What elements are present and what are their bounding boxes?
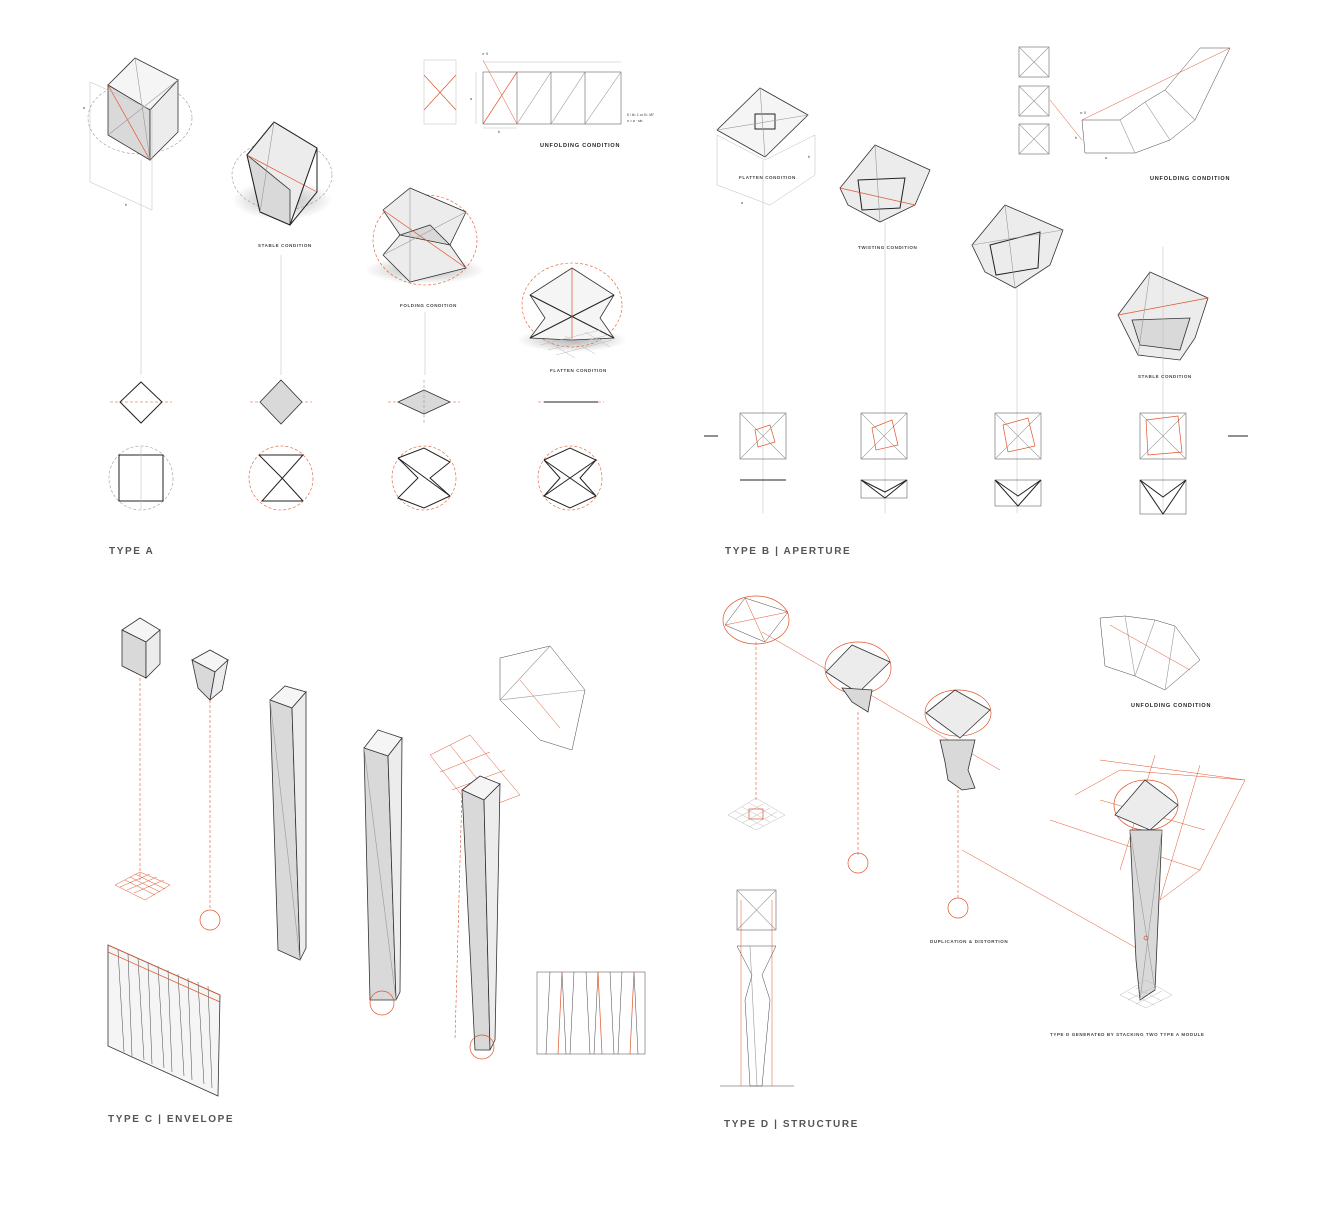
annotation-a-axis-a: a xyxy=(83,106,85,110)
annotation-b-unfold-top: n· δ xyxy=(1080,111,1087,115)
type-d-panel xyxy=(720,595,1246,1087)
label-b-stable: STABLE CONDITION xyxy=(1138,374,1192,379)
type-a-unfolding-diagram xyxy=(423,59,622,129)
type-c-unfolding xyxy=(499,645,586,751)
type-b-twisting-module xyxy=(839,144,931,513)
type-c-column-1 xyxy=(269,685,307,961)
label-b-flatten: FLATTEN CONDITION xyxy=(739,175,796,180)
section-title-type-d: TYPE D | STRUCTURE xyxy=(724,1119,859,1130)
type-a-plan-circles xyxy=(108,445,603,511)
type-b-unfolding-diagram xyxy=(1018,46,1231,155)
section-title-type-c: TYPE C | ENVELOPE xyxy=(108,1114,235,1125)
type-b-stable-module xyxy=(1117,247,1209,513)
label-b-unfolding: UNFOLDING CONDITION xyxy=(1150,176,1231,182)
type-a-plan-squares xyxy=(110,379,604,425)
type-a-panel xyxy=(87,57,627,511)
type-d-cone-module xyxy=(824,641,892,874)
type-b-panel xyxy=(704,46,1248,515)
annotation-a-unfold-top: n· δ xyxy=(482,52,489,56)
section-title-type-b: TYPE B | APERTURE xyxy=(725,546,852,557)
type-d-unfolding xyxy=(1099,615,1201,691)
type-a-cube-module xyxy=(87,57,193,375)
type-c-small-module-1 xyxy=(114,617,171,901)
type-c-elevation xyxy=(536,971,646,1055)
type-a-folding-module xyxy=(365,187,485,375)
type-a-stable-module xyxy=(231,121,333,375)
type-d-elevation xyxy=(720,889,794,1087)
type-b-flatten-module xyxy=(716,87,816,513)
type-d-tower xyxy=(1049,754,1246,1009)
label-a-flatten: FLATTEN CONDITION xyxy=(550,368,607,373)
label-d-duplication: DUPLICATION & DISTORTION xyxy=(930,939,1009,944)
type-d-plan-module xyxy=(722,595,1001,831)
label-d-unfolding: UNFOLDING CONDITION xyxy=(1131,703,1212,709)
type-c-column-2 xyxy=(363,729,403,1016)
type-d-stacked-module xyxy=(924,689,1141,951)
annotation-a-unfold-a: a xyxy=(470,97,472,101)
section-title-type-a: TYPE A xyxy=(109,546,155,557)
label-a-unfolding: UNFOLDING CONDITION xyxy=(540,143,621,149)
type-c-panel xyxy=(107,617,646,1097)
annotation-a-axis-b: b xyxy=(125,203,127,207)
type-c-envelope-wall xyxy=(107,944,221,1097)
type-c-column-3 xyxy=(429,734,521,1060)
type-b-aperture-module xyxy=(971,204,1064,513)
label-a-folding: FOLDING CONDITION xyxy=(400,303,457,308)
label-b-twisting: TWISTING CONDITION xyxy=(858,245,918,250)
type-c-small-module-2 xyxy=(191,649,229,931)
type-b-plan-squares xyxy=(704,412,1248,515)
annotation-b-unfold-b: b xyxy=(1075,136,1077,140)
annotation-a-unfold-b: b xyxy=(498,130,500,134)
label-a-stable: STABLE CONDITION xyxy=(258,243,312,248)
annotation-b-axis-b: b xyxy=(808,155,810,159)
label-d-generated: TYPE D GENERATED BY STACKING TWO TYPE A … xyxy=(1050,1032,1205,1037)
type-a-flatten-module xyxy=(517,262,627,359)
annotation-b-axis-a: a xyxy=(741,201,743,205)
annotation-b-unfold-a: a xyxy=(1105,156,1107,160)
annotation-a-formula-2: n = a · sin xyxy=(627,119,643,123)
annotation-a-formula-1: δ / θ= 1 or δ= 45° xyxy=(627,113,655,117)
